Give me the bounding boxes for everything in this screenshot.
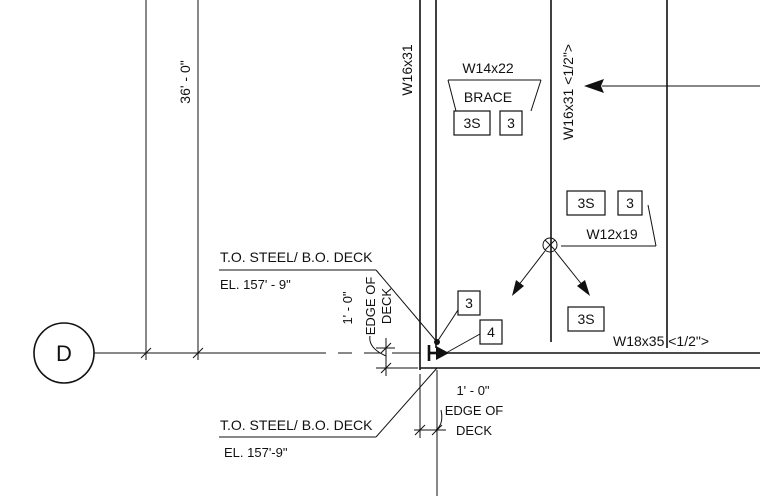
brace-tag: W14x22 BRACE 3S 3: [447, 60, 542, 136]
connection-symbol: [427, 339, 449, 361]
section-arrow: [584, 79, 760, 93]
brace-tag-n: 3: [507, 115, 515, 131]
grid-bubble-label: D: [56, 341, 72, 366]
mid-beam-tag: 3S 3 W12x19: [561, 190, 657, 247]
edge-left-dim-text: 1' - 0": [340, 291, 355, 324]
column-left: [419, 0, 438, 496]
edge-bottom-dim-text: 1' - 0": [456, 383, 489, 398]
low-tag-s: 3S: [577, 311, 594, 327]
column-right-label: W16x31 <1/2">: [560, 44, 576, 140]
brace-word: BRACE: [464, 89, 512, 105]
column-right: [550, 0, 668, 348]
mid-tag-n: 3: [626, 195, 634, 211]
edge-bottom-line2: DECK: [456, 423, 492, 438]
dimension-36ft: 36' - 0": [140, 0, 204, 360]
level-upper-title: T.O. STEEL/ B.O. DECK: [220, 249, 373, 265]
edge-left-line1: EDGE OF: [363, 277, 378, 336]
brace-beam-label: W14x22: [462, 60, 514, 76]
callout-3-label: 3: [465, 295, 473, 311]
level-upper: T.O. STEEL/ B.O. DECK EL. 157' - 9": [219, 249, 438, 343]
level-lower-title: T.O. STEEL/ B.O. DECK: [220, 417, 373, 433]
callout-3: 3: [436, 290, 481, 343]
level-lower: T.O. STEEL/ B.O. DECK EL. 157'-9": [219, 367, 438, 460]
level-lower-elevation: EL. 157'-9": [224, 445, 288, 460]
column-left-label: W16x31: [399, 44, 415, 96]
beam-bottom: [420, 352, 760, 369]
grid-bubble-d[interactable]: D: [33, 322, 95, 384]
edge-of-deck-bottom-dim: 1' - 0" EDGE OF DECK: [414, 374, 503, 438]
beam-bottom-label: W18x35 <1/2">: [613, 333, 709, 349]
edge-bottom-line1: EDGE OF: [445, 403, 504, 418]
level-upper-elevation: EL. 157' - 9": [220, 277, 291, 292]
dimension-36ft-text: 36' - 0": [177, 60, 193, 103]
callout-4-label: 4: [487, 324, 495, 340]
callout-4: 4: [445, 319, 503, 354]
mid-tag-s: 3S: [577, 195, 594, 211]
low-tag: 3S: [567, 306, 605, 332]
edge-of-deck-left-dim: 1' - 0" EDGE OF DECK: [340, 277, 418, 376]
brace-tag-s: 3S: [463, 115, 480, 131]
work-point-symbol: [512, 237, 590, 296]
edge-left-line2: DECK: [379, 288, 394, 324]
mid-beam-label: W12x19: [586, 226, 638, 242]
